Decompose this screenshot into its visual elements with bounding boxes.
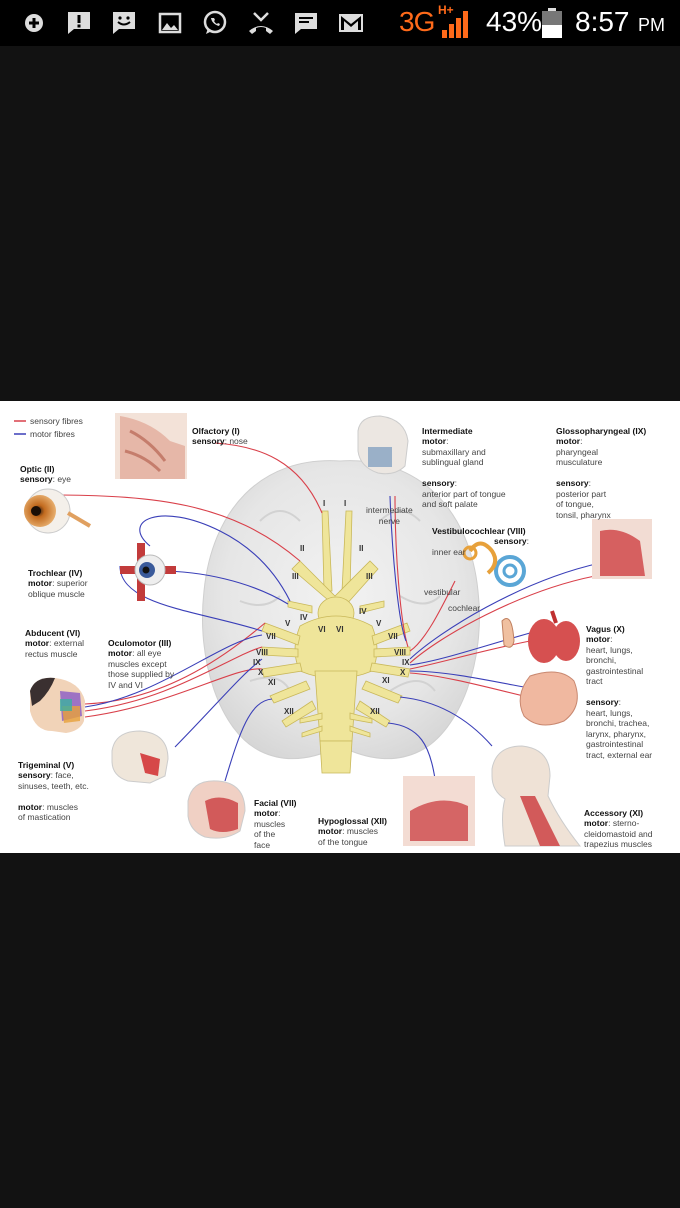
intermediate-head-illustration xyxy=(357,415,409,475)
image-icon xyxy=(156,9,184,37)
label-vestibulocochlear: Vestibulocochlear (VIII)sensory: inner e… xyxy=(432,525,529,557)
label-cochlear: cochlear xyxy=(448,603,481,613)
numeral-i-left: I xyxy=(323,499,326,508)
numeral-ii-left: II xyxy=(300,544,305,553)
oculomotor-right xyxy=(359,600,385,614)
label-facial: Facial (VII)motor: muscles of the face xyxy=(254,797,297,850)
battery-percent: 43% xyxy=(486,6,543,37)
numeral-v-left: V xyxy=(285,619,291,628)
numeral-i-right: I xyxy=(344,499,347,508)
facial-muscle-illustration xyxy=(187,780,246,839)
label-abducent: Abducent (VI)motor: external rectus musc… xyxy=(25,627,85,659)
numeral-viii-right: VIII xyxy=(394,648,407,657)
message-icon xyxy=(292,9,320,37)
label-trigeminal: Trigeminal (V)sensory: face, sinuses, te… xyxy=(18,759,89,823)
numeral-iv-left: IV xyxy=(300,613,308,622)
gmail-icon xyxy=(337,9,365,37)
tongue-illustration xyxy=(403,776,475,846)
numeral-ix-right: IX xyxy=(402,658,410,667)
plus-badge-icon xyxy=(20,9,48,37)
clock-ampm: PM xyxy=(638,15,665,35)
legend-sensory: sensory fibres xyxy=(30,416,83,426)
signal-icon xyxy=(440,10,472,38)
legend-motor: motor fibres xyxy=(30,429,75,439)
numeral-iii-right: III xyxy=(366,572,373,581)
spinal-rootlets xyxy=(299,712,373,738)
label-oculomotor: Oculomotor (III)motor: all eye muscles e… xyxy=(108,637,175,690)
numeral-vi-left: VI xyxy=(318,625,326,634)
numeral-xi-right: XI xyxy=(382,676,390,685)
numeral-viii-left: VIII xyxy=(256,648,269,657)
numeral-vii-left: VII xyxy=(266,632,276,641)
whatsapp-icon xyxy=(201,9,229,37)
skull-jaw-illustration xyxy=(111,730,169,784)
inner-ear-illustration xyxy=(462,541,526,587)
nose-illustration xyxy=(115,413,187,479)
diagram-artwork xyxy=(14,413,652,847)
network-type: 3G xyxy=(399,6,435,37)
eye-illustration xyxy=(24,488,92,534)
smiley-icon xyxy=(110,9,138,37)
numeral-vi-right: VI xyxy=(336,625,344,634)
numeral-xii-right: XII xyxy=(370,707,380,716)
eye-muscles-illustration xyxy=(120,543,176,601)
pharynx-illustration xyxy=(592,519,652,579)
battery-icon xyxy=(541,8,563,38)
vagus-organs-illustration xyxy=(501,610,580,726)
numeral-v-right: V xyxy=(376,619,382,628)
olfactory-tract-left xyxy=(321,510,333,592)
label-glossopharyngeal: Glossopharyngeal (IX)motor: pharyngeal m… xyxy=(556,425,647,520)
label-trochlear: Trochlear (IV)motor: superior oblique mu… xyxy=(28,567,88,599)
status-bar: 3G H+ 43% 8:57 PM xyxy=(0,0,680,46)
network-sub-type: H+ xyxy=(438,3,454,17)
missed-call-icon xyxy=(247,9,275,37)
label-olfactory: Olfactory (I)sensory: nose xyxy=(192,425,248,447)
nerve-root-right xyxy=(355,622,411,728)
numeral-iii-left: III xyxy=(292,572,299,581)
numeral-xi-left: XI xyxy=(268,678,276,687)
spinal-cord xyxy=(319,740,353,774)
label-intermediate-nerve: intermediate nerve xyxy=(366,505,413,526)
label-accessory: Accessory (XI)motor: sterno- cleidomasto… xyxy=(584,807,653,850)
oculomotor-left xyxy=(287,600,313,614)
numeral-x-right: X xyxy=(400,668,406,677)
numeral-iv-right: IV xyxy=(359,607,367,616)
numeral-xii-left: XII xyxy=(284,707,294,716)
alert-icon xyxy=(65,9,93,37)
numeral-ii-right: II xyxy=(359,544,364,553)
label-vestibular: vestibular xyxy=(424,587,461,597)
numeral-ix-left: IX xyxy=(253,658,261,667)
clock: 8:57 xyxy=(575,6,630,37)
neck-illustration xyxy=(491,745,582,847)
label-hypoglossal: Hypoglossal (XII)motor: muscles of the t… xyxy=(318,815,387,847)
label-vagus: Vagus (X)motor: heart, lungs, bronchi, g… xyxy=(586,623,653,760)
numeral-vii-right: VII xyxy=(388,632,398,641)
face-illustration xyxy=(30,677,85,733)
cranial-nerves-diagram[interactable]: sensory fibres motor fibres Olfactory (I… xyxy=(0,401,680,853)
numeral-x-left: X xyxy=(258,668,264,677)
label-optic: Optic (II)sensory: eye xyxy=(20,463,72,485)
